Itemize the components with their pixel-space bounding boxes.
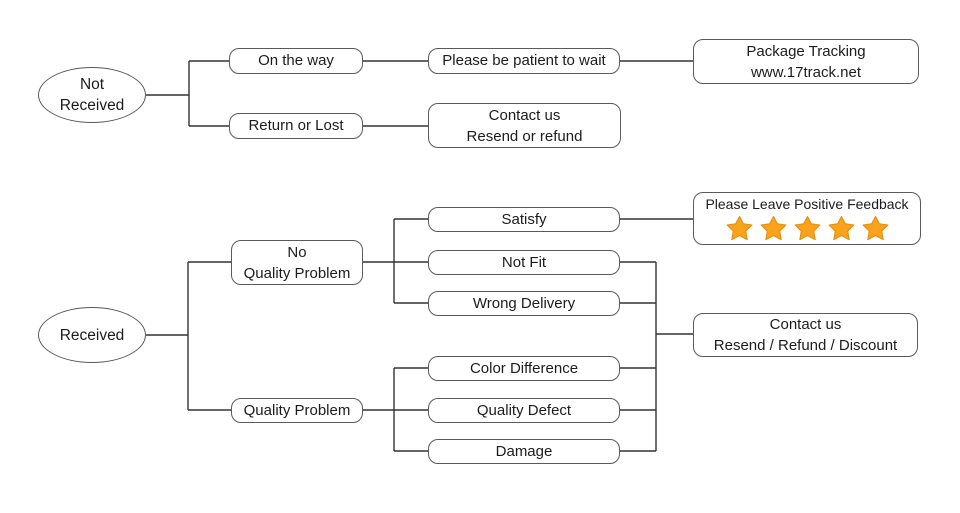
node-label: Quality Defect <box>476 401 572 419</box>
star-icon <box>828 216 854 241</box>
node-not-fit: Not Fit <box>428 250 620 275</box>
node-label: Contact us <box>488 106 561 124</box>
star-icon <box>794 216 820 241</box>
node-label: Resend / Refund / Discount <box>713 337 898 354</box>
node-quality-defect: Quality Defect <box>428 398 620 423</box>
node-label: Not <box>79 76 105 93</box>
node-package-tracking: Package Tracking www.17track.net <box>693 39 919 84</box>
node-label: Color Difference <box>469 359 579 377</box>
node-label: www.17track.net <box>750 63 862 81</box>
node-contact-discount: Contact us Resend / Refund / Discount <box>693 313 918 357</box>
node-wrong-delivery: Wrong Delivery <box>428 291 620 316</box>
star-rating <box>726 216 889 241</box>
node-label: Wrong Delivery <box>472 294 576 312</box>
node-return-or-lost: Return or Lost <box>229 113 363 139</box>
node-satisfy: Satisfy <box>428 207 620 232</box>
node-label: Resend or refund <box>466 127 583 145</box>
node-no-quality-problem: No Quality Problem <box>231 240 363 285</box>
node-contact-resend: Contact us Resend or refund <box>428 103 621 148</box>
node-label: Received <box>59 326 125 344</box>
node-received: Received <box>38 307 146 363</box>
node-label: No <box>287 243 307 261</box>
node-label: Package Tracking <box>746 42 866 60</box>
node-label: Contact us <box>769 316 842 333</box>
node-label: Quality Problem <box>243 401 351 419</box>
node-please-wait: Please be patient to wait <box>428 48 620 74</box>
node-label: On the way <box>258 52 334 69</box>
node-damage: Damage <box>428 439 620 464</box>
node-quality-problem: Quality Problem <box>231 398 363 423</box>
node-not-received: Not Received <box>38 67 146 123</box>
node-label: Damage <box>495 442 553 460</box>
node-label: Satisfy <box>501 210 547 228</box>
node-label: Not Fit <box>501 253 547 271</box>
node-positive-feedback: Please Leave Positive Feedback <box>693 192 921 245</box>
node-color-difference: Color Difference <box>428 356 620 381</box>
star-icon <box>862 216 888 241</box>
node-label: Please Leave Positive Feedback <box>705 196 909 212</box>
star-icon <box>726 216 752 241</box>
node-on-the-way: On the way <box>229 48 363 74</box>
star-icon <box>760 216 786 241</box>
node-label: Received <box>59 97 125 114</box>
node-label: Quality Problem <box>243 264 351 282</box>
node-label: Return or Lost <box>248 117 344 134</box>
node-label: Please be patient to wait <box>442 52 606 69</box>
